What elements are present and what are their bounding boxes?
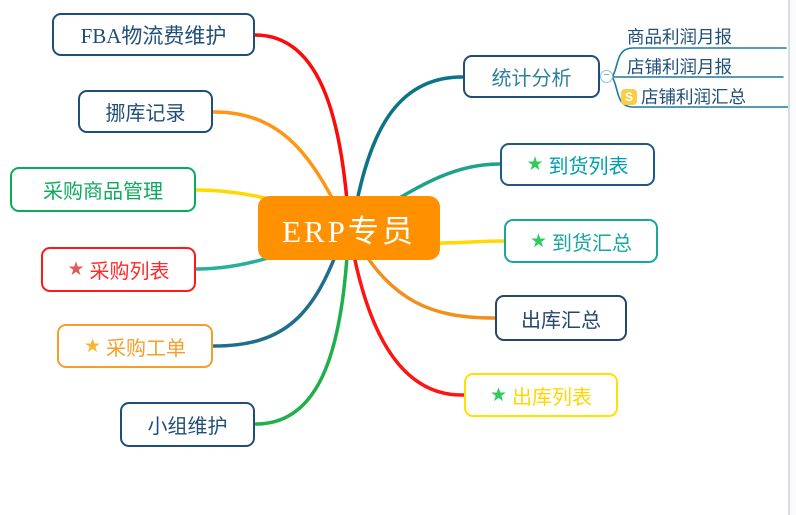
canvas-right-strip bbox=[790, 0, 796, 515]
subtopic-label: 店铺利润月报 bbox=[627, 57, 732, 77]
topic-label: 统计分析 bbox=[491, 68, 572, 90]
branch-team-maintenance bbox=[254, 238, 350, 426]
star-icon: ★ bbox=[526, 154, 544, 175]
currency-icon: S bbox=[621, 88, 637, 105]
subline-product-profit-monthly bbox=[611, 47, 787, 78]
subtopic-store-profit-summary[interactable]: S 店铺利润汇总 bbox=[621, 84, 746, 109]
topic-label: 挪库记录 bbox=[105, 103, 186, 125]
star-icon: ★ bbox=[529, 230, 548, 252]
topic-label: 采购列表 bbox=[89, 261, 170, 283]
topic-arrival-summary[interactable]: ★ 到货汇总 bbox=[504, 219, 658, 263]
topic-statistics-analysis[interactable]: 统计分析 bbox=[463, 55, 600, 98]
central-topic-label: ERP专员 bbox=[282, 213, 416, 249]
branch-statistics-analysis bbox=[351, 75, 464, 224]
subline-store-profit-summary bbox=[611, 76, 791, 108]
subtopic-store-profit-monthly[interactable]: 店铺利润月报 bbox=[627, 54, 732, 79]
branch-fba-logistics-fee bbox=[253, 33, 351, 226]
star-icon: ★ bbox=[67, 259, 85, 280]
topic-purchase-goods-mgmt[interactable]: 采购商品管理 bbox=[10, 167, 196, 212]
topic-move-warehouse-record[interactable]: 挪库记录 bbox=[78, 90, 213, 133]
topic-outbound-list[interactable]: ★ 出库列表 bbox=[464, 373, 618, 417]
subtopic-label: 店铺利润汇总 bbox=[641, 87, 746, 107]
topic-purchase-workorder[interactable]: ★ 采购工单 bbox=[57, 324, 213, 368]
subtopic-label: 商品利润月报 bbox=[627, 27, 732, 47]
topic-purchase-list[interactable]: ★ 采购列表 bbox=[41, 247, 196, 292]
canvas-right-edge bbox=[788, 0, 790, 515]
topic-fba-logistics-fee[interactable]: FBA物流费维护 bbox=[52, 13, 255, 56]
topic-label: 出库汇总 bbox=[521, 309, 601, 332]
branch-outbound-list bbox=[349, 238, 465, 397]
collapse-toggle[interactable]: − bbox=[600, 70, 613, 83]
topic-label: FBA物流费维护 bbox=[80, 23, 227, 48]
star-icon: ★ bbox=[83, 335, 102, 357]
central-topic-erp-specialist[interactable]: ERP专员 bbox=[258, 196, 440, 260]
branch-purchase-workorder bbox=[212, 236, 344, 348]
topic-team-maintenance[interactable]: 小组维护 bbox=[120, 402, 255, 447]
topic-label: 小组维护 bbox=[147, 416, 228, 438]
star-icon: ★ bbox=[489, 384, 508, 406]
topic-label: 采购商品管理 bbox=[43, 181, 163, 203]
topic-label: 采购工单 bbox=[106, 337, 187, 360]
topic-label: 出库列表 bbox=[512, 386, 593, 409]
topic-arrival-list[interactable]: ★ 到货列表 bbox=[500, 143, 655, 186]
topic-label: 到货列表 bbox=[548, 156, 629, 178]
topic-label: 到货汇总 bbox=[552, 232, 633, 255]
subtopic-product-profit-monthly[interactable]: 商品利润月报 bbox=[627, 24, 732, 49]
topic-outbound-summary[interactable]: 出库汇总 bbox=[495, 295, 627, 341]
